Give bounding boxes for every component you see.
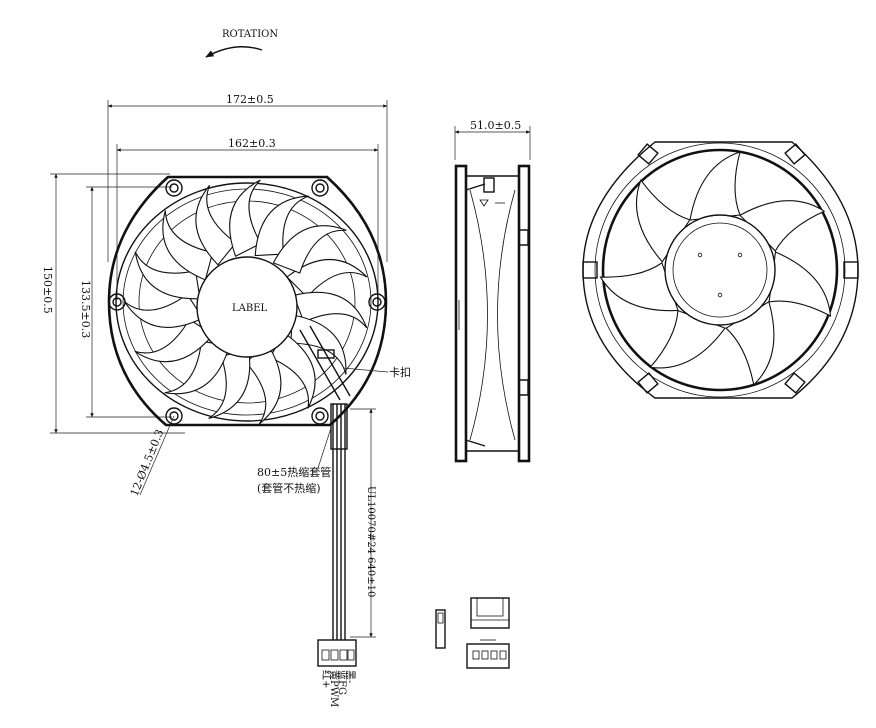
dim-mount-holes: 12-Ø4.5±0.3	[128, 427, 167, 498]
side-view: 51.0±0.5	[454, 119, 531, 463]
corner-tab	[582, 143, 859, 394]
wire-spec: UL10070#24 640±10	[365, 486, 376, 597]
wire-pin-1: 黑-	[344, 670, 356, 683]
dim-hole-spacing-y: 133.5±0.3	[79, 280, 92, 338]
clip-callout: 卡扣	[389, 365, 411, 379]
rear-blades	[599, 151, 843, 390]
rotation-arrow	[205, 46, 263, 58]
dim-hole-spacing-x: 162±0.3	[228, 137, 276, 150]
rear-view	[582, 141, 859, 399]
wire-pin-3: 黄PWM	[328, 670, 341, 707]
dim-height: 150±0.5	[41, 266, 54, 314]
dim-outer-width: 172±0.5	[226, 93, 274, 106]
label-text: LABEL	[232, 303, 268, 314]
connector-detail	[435, 597, 510, 669]
wire-pin-2: 蓝FG	[336, 670, 348, 695]
rear-hub	[664, 214, 776, 326]
dim-depth: 51.0±0.5	[470, 119, 521, 132]
rotation-label: ROTATION	[222, 29, 278, 40]
sleeve-callout-line1: 80±5热缩套管	[257, 465, 331, 479]
wire-connector	[317, 639, 357, 667]
front-view: 172±0.5 162±0.3 150±0.5 133.5±0.3	[41, 93, 411, 707]
impeller-blades	[120, 174, 375, 428]
hub-label-area	[196, 256, 298, 358]
sleeve-callout-line2: (套管不热缩)	[257, 481, 321, 495]
wire-pin-4: 红+	[320, 670, 333, 688]
